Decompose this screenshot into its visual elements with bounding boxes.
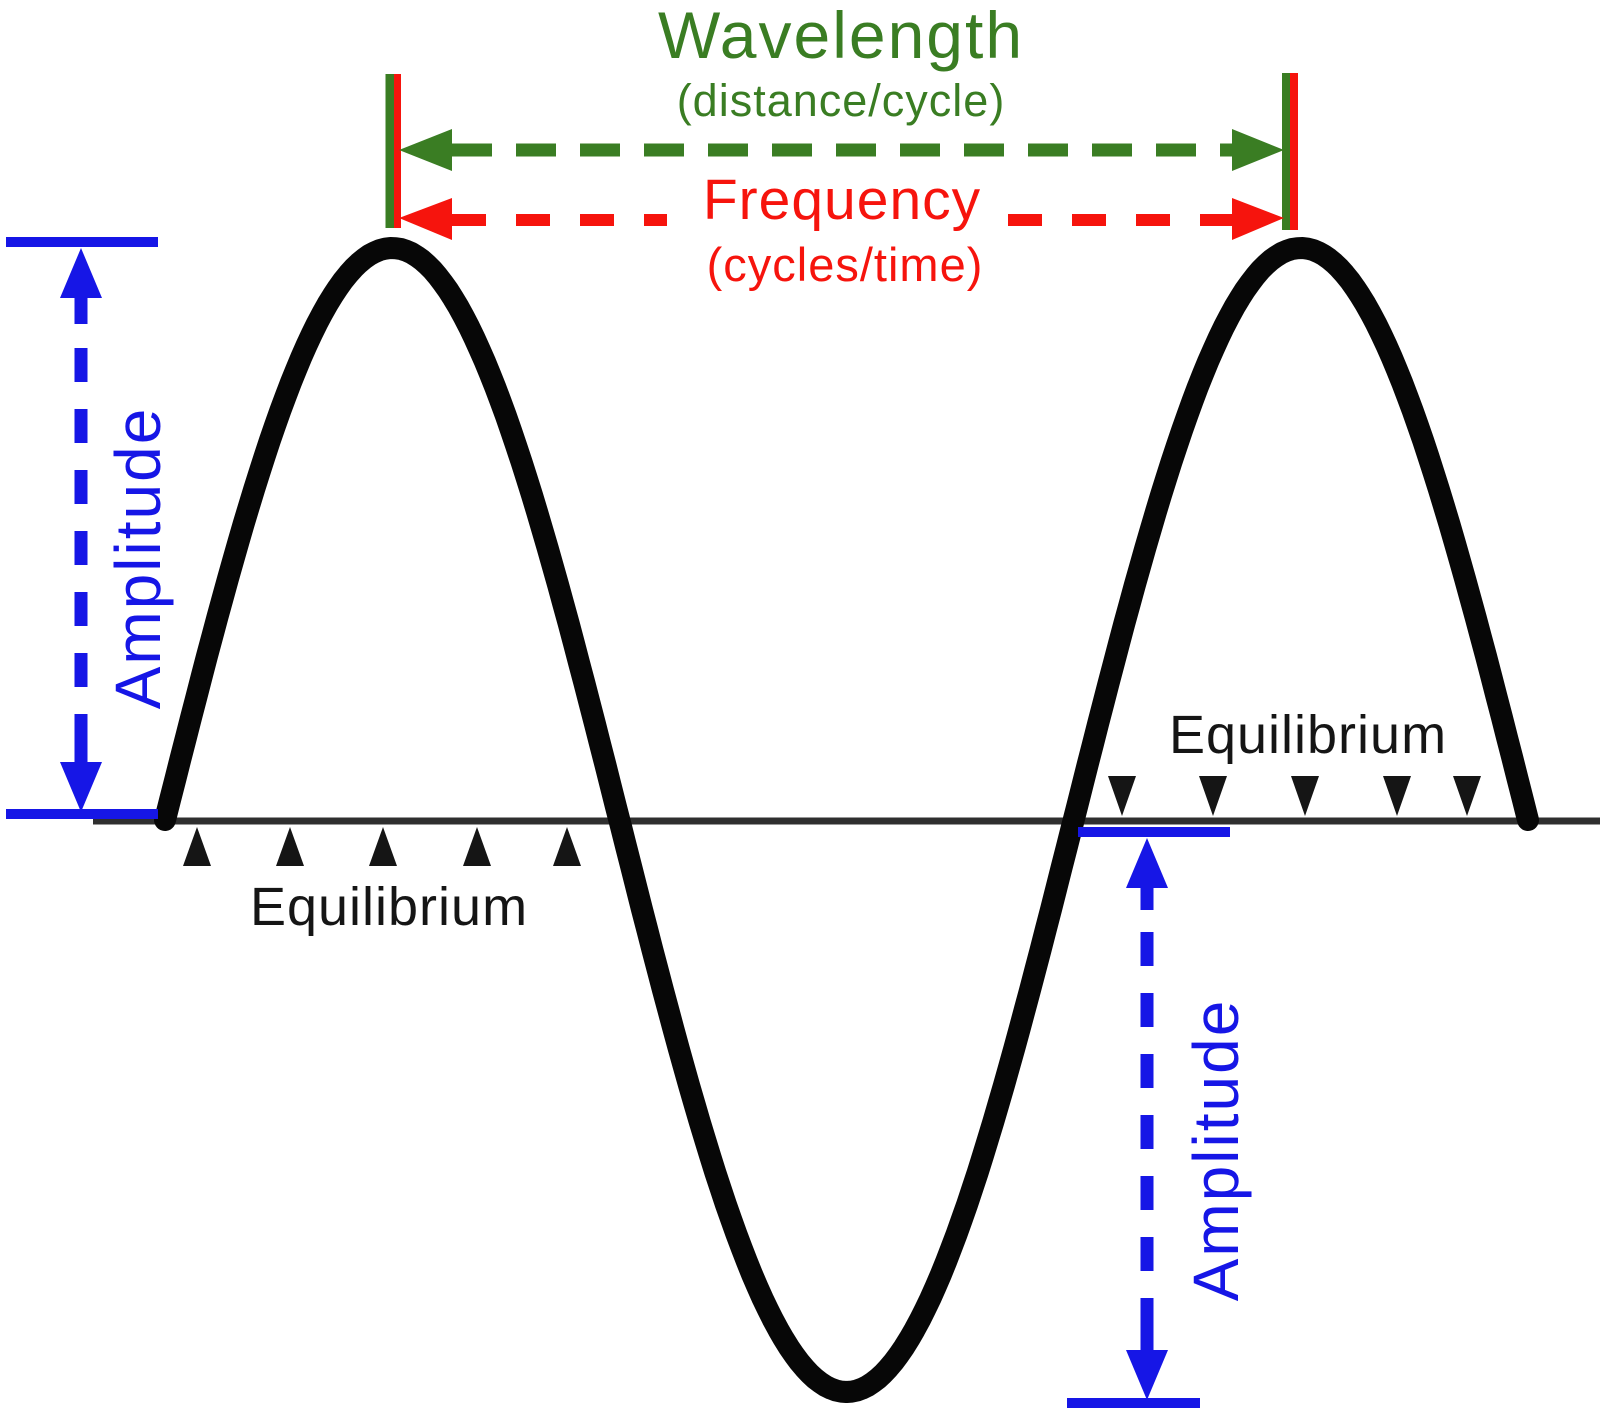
equilibrium-label-right: Equilibrium [1168, 705, 1448, 765]
equilibrium-pointer-triangle-icon [1383, 776, 1411, 816]
amplitude-left-bottom-stem [74, 738, 88, 764]
amplitude-label-left: Amplitude [102, 406, 174, 710]
frequency-title: Frequency [702, 168, 982, 232]
peak-marker-left-red-tick [394, 74, 401, 228]
equilibrium-pointer-triangle-icon [553, 827, 581, 866]
frequency-arrowhead-right-icon [1232, 198, 1284, 240]
peak-marker-left-green-tick [385, 74, 395, 228]
equilibrium-pointer-triangle-icon [1108, 776, 1136, 816]
amplitude-left-bottom-bar [6, 809, 158, 819]
equilibrium-pointers-left [183, 827, 581, 866]
amplitude-right-top-bar [1078, 827, 1230, 837]
amplitude-arrow-left [6, 237, 158, 819]
equilibrium-pointer-triangle-icon [276, 827, 304, 866]
frequency-arrow [399, 198, 1284, 240]
amplitude-right-up-arrowhead-icon [1126, 838, 1168, 888]
peak-marker-left [385, 74, 401, 228]
equilibrium-pointer-triangle-icon [183, 827, 211, 866]
peak-marker-right-red-tick [1290, 73, 1298, 230]
equilibrium-pointers-right [1108, 776, 1481, 816]
amplitude-left-top-bar [6, 237, 158, 247]
amplitude-arrow-right [1067, 827, 1230, 1408]
amplitude-right-bottom-bar [1067, 1398, 1200, 1408]
amplitude-right-bottom-stem [1140, 1326, 1154, 1352]
wavelength-arrowhead-left-icon [399, 129, 452, 171]
wave-curve [154, 237, 1539, 1403]
peak-marker-right-green-tick [1282, 73, 1291, 230]
amplitude-left-up-arrowhead-icon [60, 248, 102, 298]
equilibrium-pointer-triangle-icon [1453, 776, 1481, 816]
amplitude-left-top-stem [74, 296, 88, 324]
equilibrium-pointer-triangle-icon [463, 827, 491, 866]
equilibrium-label-left: Equilibrium [249, 877, 529, 937]
wavelength-title: Wavelength [657, 0, 1025, 72]
wavelength-arrowhead-right-icon [1232, 129, 1284, 171]
equilibrium-pointer-triangle-icon [1291, 776, 1319, 816]
amplitude-left-down-arrowhead-icon [60, 762, 102, 812]
frequency-arrowhead-left-icon [399, 198, 452, 240]
amplitude-right-top-stem [1140, 886, 1154, 910]
amplitude-right-down-arrowhead-icon [1126, 1350, 1168, 1400]
equilibrium-pointer-triangle-icon [1199, 776, 1227, 816]
amplitude-label-right: Amplitude [1180, 998, 1252, 1302]
equilibrium-pointer-triangle-icon [369, 827, 397, 866]
wavelength-subtitle: (distance/cycle) [676, 75, 1006, 126]
peak-marker-right [1282, 73, 1298, 230]
wavelength-arrow [399, 129, 1284, 171]
frequency-subtitle: (cycles/time) [706, 238, 984, 291]
